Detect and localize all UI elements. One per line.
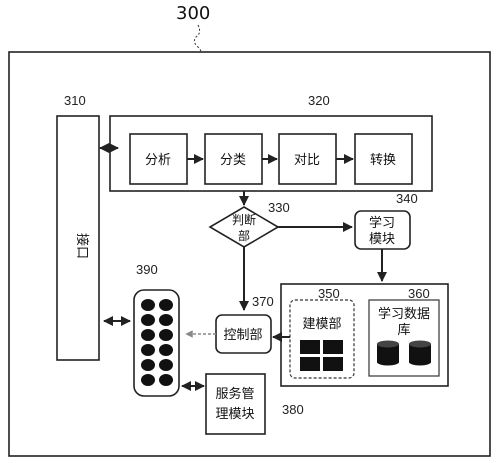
storage-disk-dot [159,374,173,386]
judgment-label-line1: 判断 [232,212,256,227]
storage-disk-dot [159,299,173,311]
storage-disk-icons [141,299,173,386]
outer-ref-leader [193,24,202,53]
classify-label: 分类 [220,153,246,168]
interface-label: 接口 [74,233,90,259]
storage-disk-dot [141,329,155,341]
convert-label: 转换 [370,153,396,168]
storage-disk-dot [141,374,155,386]
service-mgmt-label-line2: 理模块 [215,407,254,422]
modeling-block [289,299,355,379]
analysis-label: 分析 [145,153,171,168]
interface-block [56,115,100,361]
storage-disk-dot [141,314,155,326]
storage-disk-dot [159,329,173,341]
learning-module-label-line1: 学习 [369,215,395,231]
storage-disk-dot [141,344,155,356]
judgment-label-line2: 部 [238,228,250,243]
learning-db-ref: 360 [408,286,430,301]
storage-disk-dot [141,299,155,311]
learning-module-ref: 340 [396,191,418,206]
convert-block [354,133,413,185]
service-mgmt-ref: 380 [282,402,304,417]
outer-ref-label: 300 [176,3,210,24]
compare-block [278,133,337,185]
storage-disk-dot [159,314,173,326]
learning-module-label-line2: 模块 [369,232,395,247]
classify-block [204,133,263,185]
modeling-label: 建模部 [302,317,341,332]
control-label: 控制部 [223,328,262,343]
storage-disk-dot [159,344,173,356]
service-mgmt-block [205,373,266,435]
processing-ref: 320 [308,93,330,108]
compare-label: 对比 [294,153,320,168]
modeling-grid-icon [300,340,343,371]
control-ref: 370 [252,294,274,309]
judgment-ref: 330 [268,200,290,215]
learning-db-label-line2: 库 [397,322,410,338]
storage-ref: 390 [136,262,158,277]
interface-ref: 310 [64,93,86,108]
storage-disk-dot [159,359,173,371]
modeling-ref: 350 [318,286,340,301]
service-mgmt-label-line1: 服务管 [215,386,254,402]
learning-db-label-line1: 学习数据 [378,306,430,322]
storage-disk-dot [141,359,155,371]
database-icon [377,340,431,366]
